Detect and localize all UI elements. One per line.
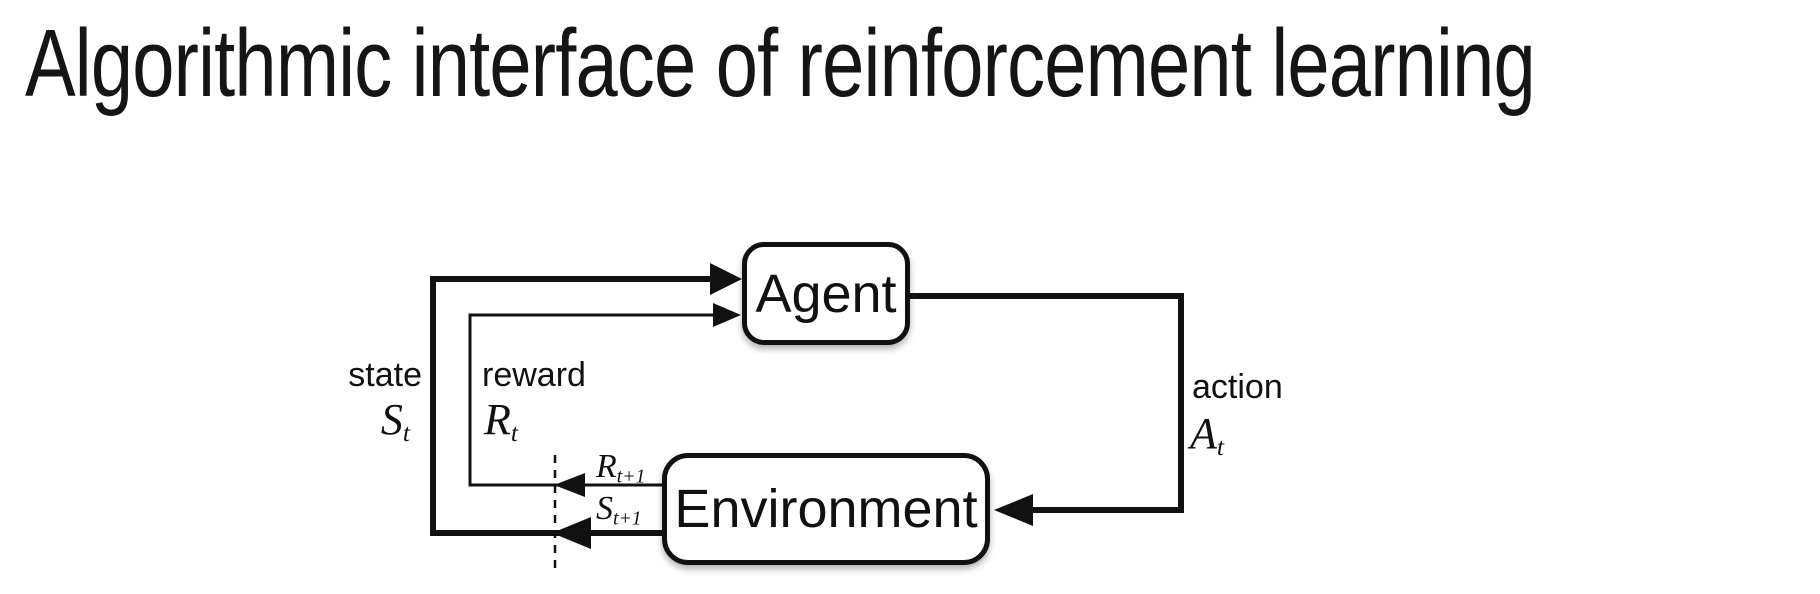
reward-word-label: reward [482,356,586,394]
reward-symbol-subscript: t [510,418,518,448]
reward-next-subscript: t+1 [616,465,646,488]
agent-node-label: Agent [755,263,897,324]
state-next-arrowhead [552,517,591,549]
reward-next-symbol: Rt+1 [596,450,645,487]
state-symbol-base: S [380,395,403,444]
state-into-agent-arrowhead [710,263,742,295]
reward-symbol: Rt [484,398,518,446]
state-word-label: state [348,356,422,394]
state-next-subscript: t+1 [613,507,642,530]
environment-node: Environment [662,453,990,565]
state-next-symbol: St+1 [596,492,642,529]
state-symbol: St [300,398,410,446]
reward-into-agent-arrowhead [713,303,741,327]
action-symbol-subscript: t [1216,432,1224,462]
action-into-environment-arrowhead [994,494,1033,526]
state-symbol-subscript: t [402,418,410,448]
reward-next-base: R [596,448,617,485]
slide-title: Algorithmic interface of reinforcement l… [25,10,1536,117]
reward-next-arrowhead [554,473,585,497]
state-next-base: S [596,490,613,527]
action-word-label: action [1192,368,1283,406]
reward-symbol-base: R [484,395,511,444]
environment-node-label: Environment [674,479,978,539]
agent-node: Agent [742,242,910,345]
action-symbol: At [1190,412,1224,460]
action-symbol-base: A [1190,409,1217,458]
